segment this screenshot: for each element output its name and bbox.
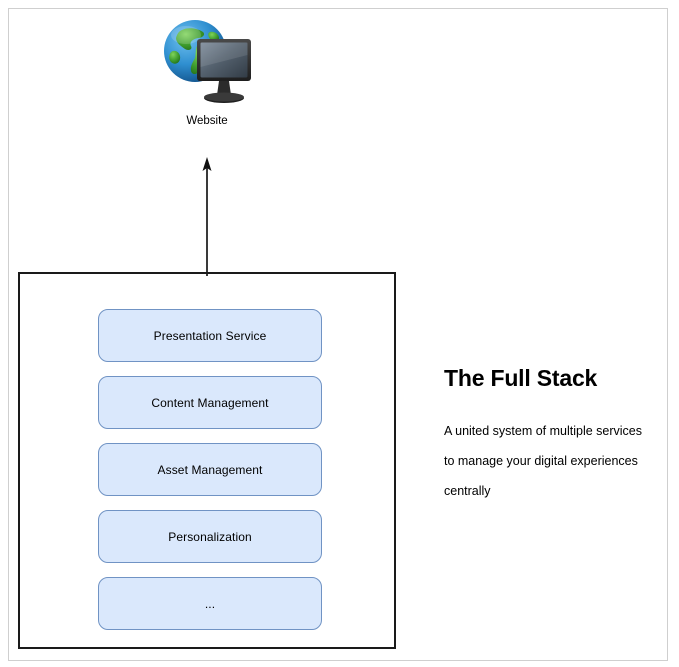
service-box-presentation[interactable]: Presentation Service [98,309,322,362]
service-box-label: Presentation Service [153,328,267,343]
service-box-content-management[interactable]: Content Management [98,376,322,429]
info-body: A united system of multiple services to … [444,416,659,506]
service-box-label: Asset Management [157,462,263,477]
service-box-asset-management[interactable]: Asset Management [98,443,322,496]
service-box-label: Personalization [168,529,252,544]
service-box-personalization[interactable]: Personalization [98,510,322,563]
service-box-label: ... [204,596,216,611]
info-body-line: to manage your digital experiences [444,454,638,468]
arrow-up-icon [202,157,212,276]
node-website-label: Website [186,115,228,127]
info-title: The Full Stack [444,365,598,391]
monitor-icon [197,39,251,103]
info-body-line: centrally [444,484,491,498]
info-body-line: A united system of multiple services [444,424,642,438]
info-panel: The Full Stack A united system of multip… [444,364,659,506]
service-box-more[interactable]: ... [98,577,322,630]
stack-container: Presentation Service Content Management … [18,272,396,649]
node-website[interactable]: Website [150,14,264,134]
service-box-label: Content Management [151,395,269,410]
service-list: Presentation Service Content Management … [98,309,322,630]
